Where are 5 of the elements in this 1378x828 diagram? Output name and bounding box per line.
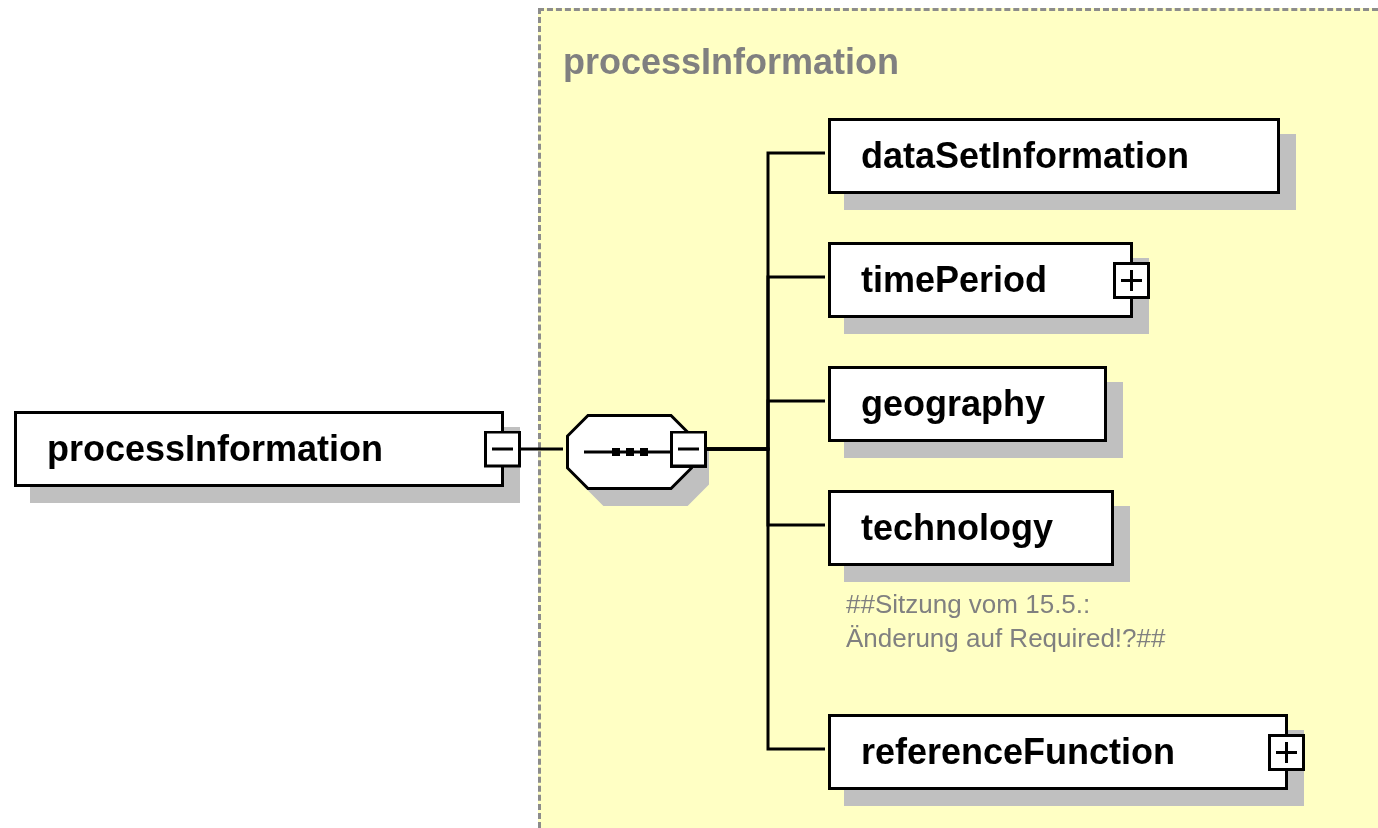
sequence-compositor <box>566 414 693 490</box>
group-panel <box>538 8 1378 828</box>
connector-line <box>484 430 563 468</box>
group-title: processInformation <box>563 41 900 83</box>
annotation-text: ##Sitzung vom 15.5.: Änderung auf Required!?## <box>846 588 1167 655</box>
